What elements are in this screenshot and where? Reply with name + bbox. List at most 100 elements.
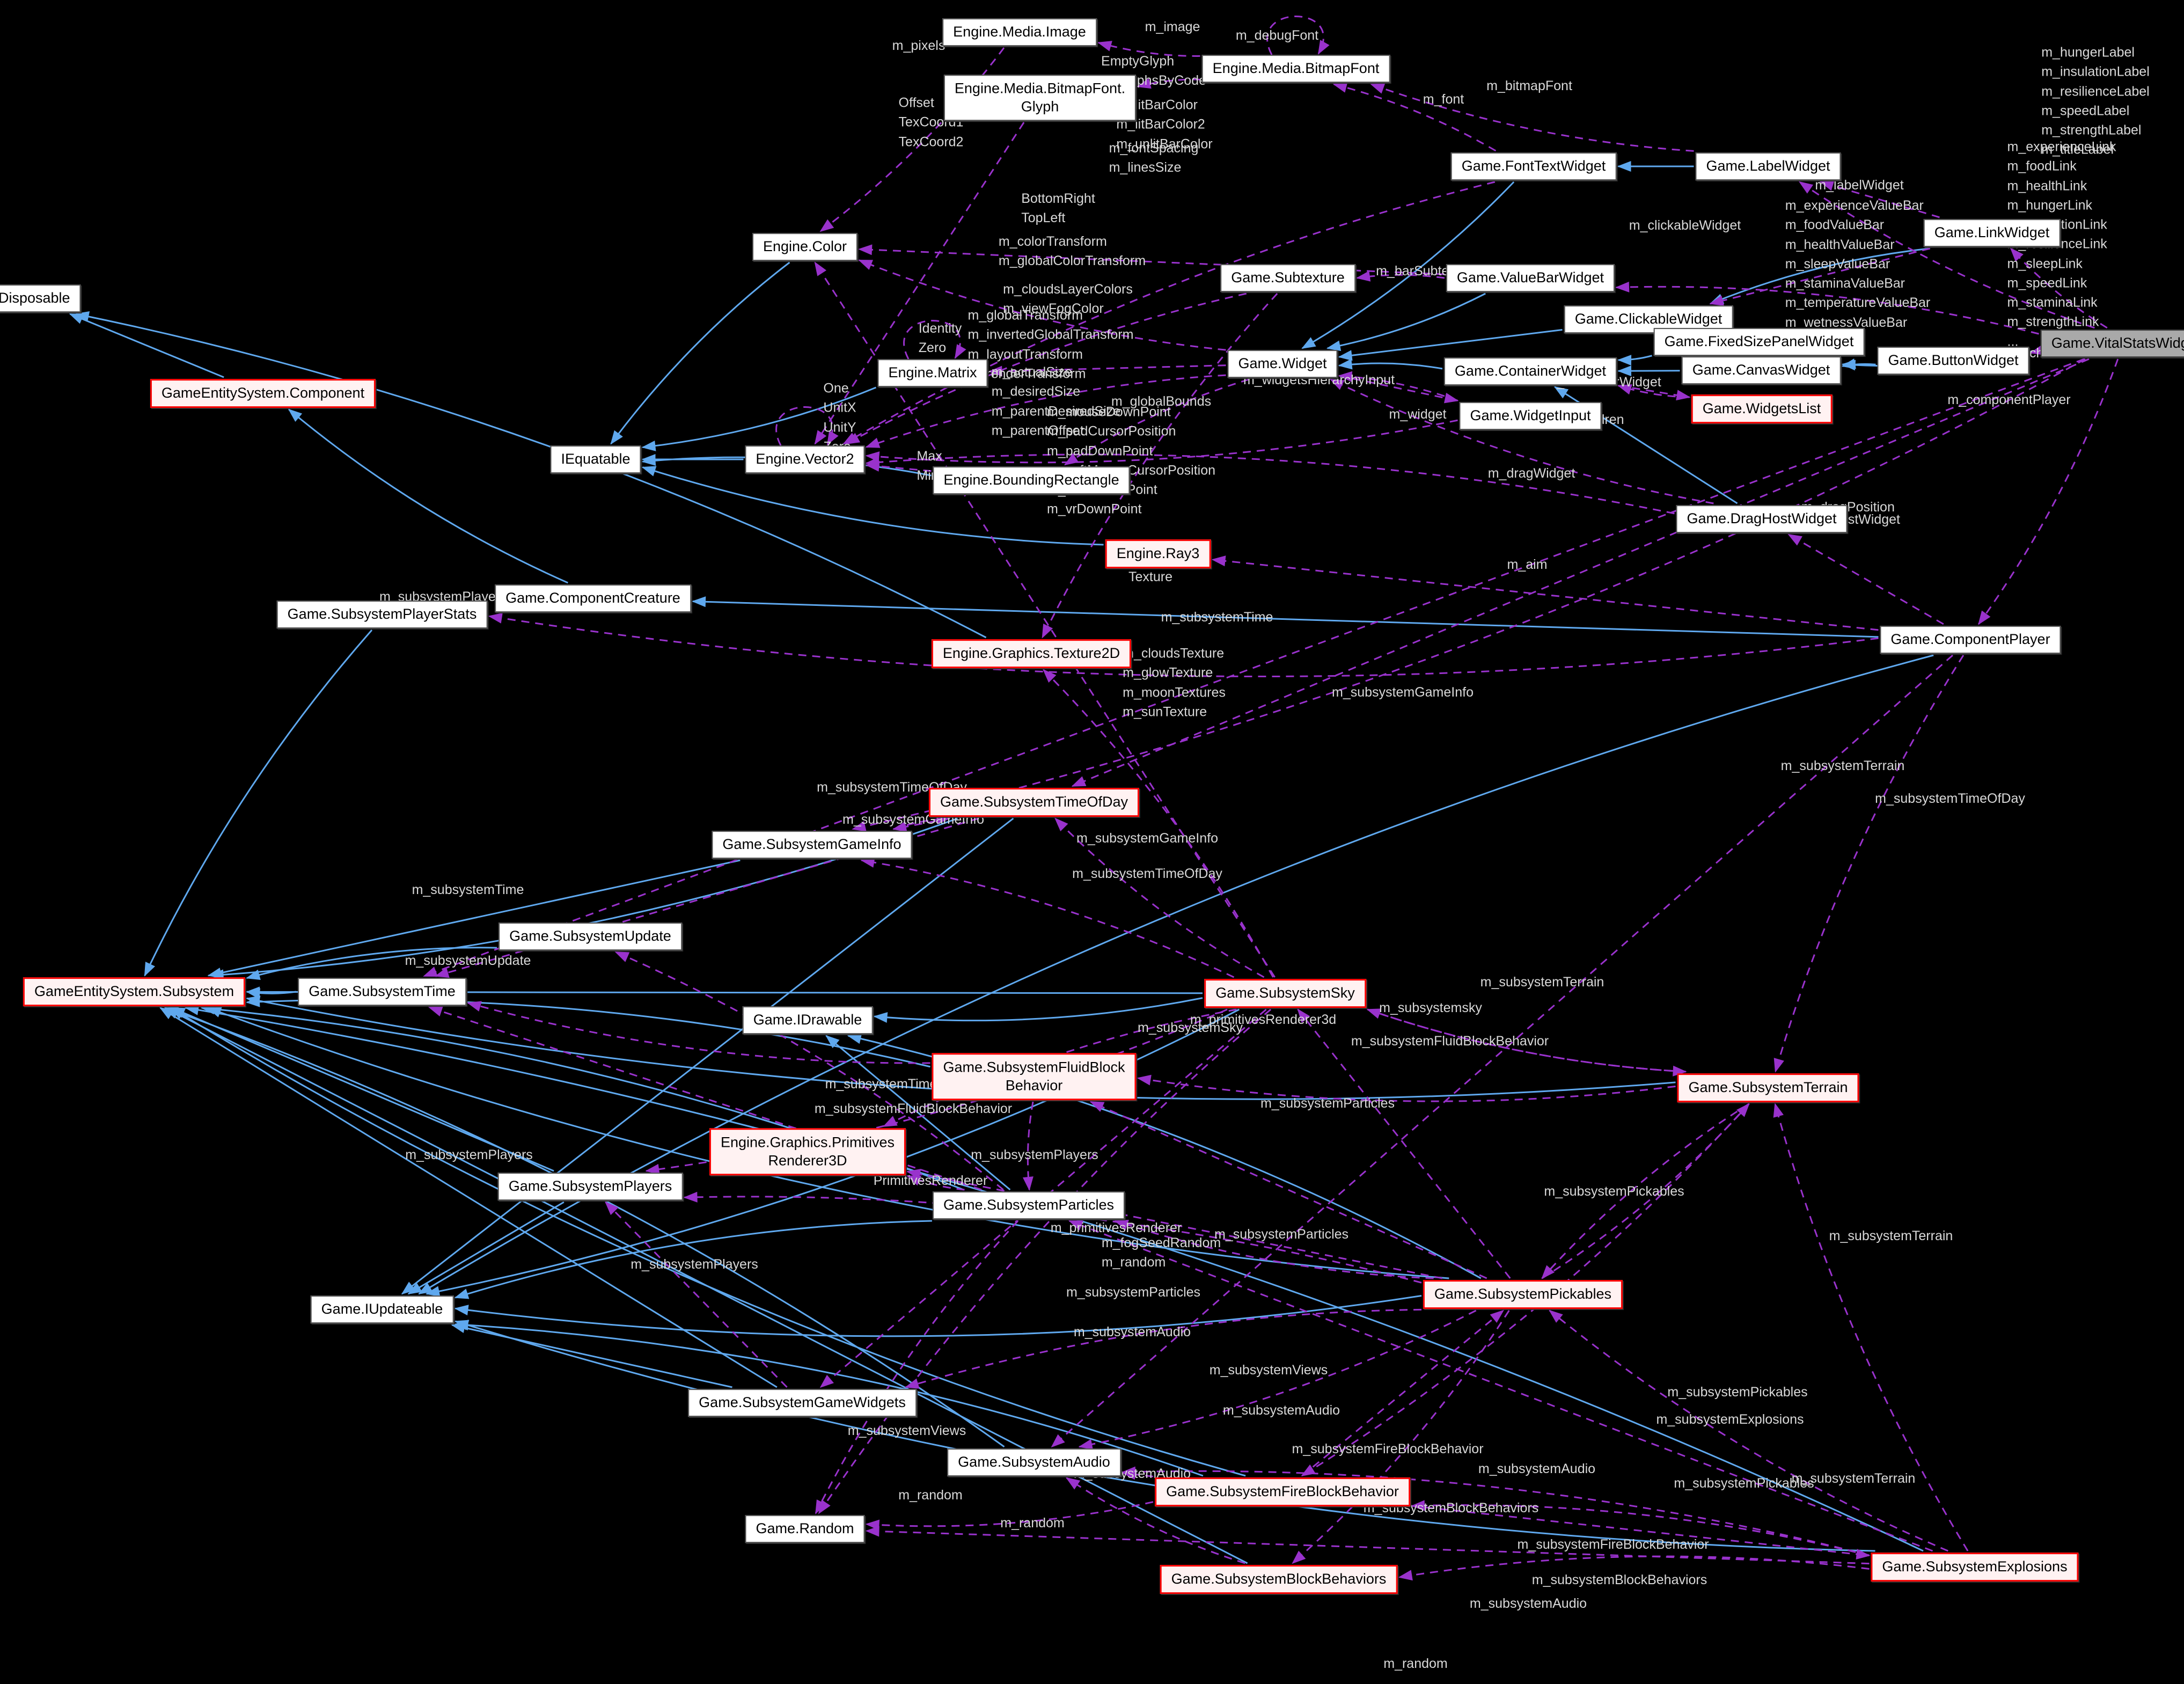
node-game-widget[interactable]: Game.Widget bbox=[1227, 350, 1338, 378]
edge-n30-n46 bbox=[1051, 654, 1953, 1448]
edge-n19-n20 bbox=[1339, 375, 1459, 404]
node-engine-color[interactable]: Engine.Color bbox=[752, 233, 858, 261]
node-game-linkwidget[interactable]: Game.LinkWidget bbox=[1923, 219, 2061, 247]
edge-n4-n4 bbox=[1266, 16, 1330, 55]
edge-n6-n4 bbox=[1332, 82, 1497, 152]
node-game-subsystemgamewidgets[interactable]: Game.SubsystemGameWidgets bbox=[688, 1389, 917, 1417]
edge-n12-n19 bbox=[1338, 329, 1563, 361]
node-engine-ray3[interactable]: Engine.Ray3 bbox=[1105, 539, 1211, 568]
node-game-vitalstatswidget[interactable]: Game.VitalStatsWidget bbox=[2040, 330, 2184, 357]
edge-n36-n45 bbox=[819, 1008, 1267, 1388]
edge-n33-n34 bbox=[246, 947, 497, 980]
node-game-subsystemgameinfo[interactable]: Game.SubsystemGameInfo bbox=[712, 831, 912, 859]
node-idisposable[interactable]: IDisposable bbox=[0, 284, 81, 312]
edge-n50-n39 bbox=[1773, 1103, 1969, 1551]
edge-n42-n37 bbox=[825, 1035, 1011, 1191]
node-engine-graphics-primitives-renderer3d[interactable]: Engine.Graphics.Primitives Renderer3D bbox=[709, 1128, 906, 1175]
edge-n30-n27 bbox=[488, 612, 1879, 678]
node-game-subsystemplayerstats[interactable]: Game.SubsystemPlayerStats bbox=[276, 601, 488, 628]
node-game-subsystemsky[interactable]: Game.SubsystemSky bbox=[1204, 979, 1366, 1008]
node-game-subsystempickables[interactable]: Game.SubsystemPickables bbox=[1423, 1280, 1623, 1309]
edge-n50-n42 bbox=[1068, 1220, 1933, 1552]
edge-n11-n10 bbox=[1356, 270, 1445, 282]
edge-n31-n44 bbox=[401, 817, 1014, 1295]
node-game-subsystemexplosions[interactable]: Game.SubsystemExplosions bbox=[1871, 1553, 2079, 1582]
node-game-fixedsizepanelwidget[interactable]: Game.FixedSizePanelWidget bbox=[1653, 328, 1865, 356]
node-game-widgetinput[interactable]: Game.WidgetInput bbox=[1459, 402, 1602, 430]
edge-n45-n41 bbox=[605, 1201, 788, 1388]
node-engine-media-image[interactable]: Engine.Media.Image bbox=[942, 18, 1097, 46]
node-game-labelwidget[interactable]: Game.LabelWidget bbox=[1695, 152, 1841, 180]
edge-n16-n8 bbox=[2010, 247, 2108, 329]
node-game-widgetslist[interactable]: Game.WidgetsList bbox=[1691, 394, 1833, 423]
edge-n36-n31 bbox=[1054, 817, 1265, 978]
node-game-canvaswidget[interactable]: Game.CanvasWidget bbox=[1681, 356, 1841, 384]
edge-n42-n40 bbox=[906, 1175, 965, 1191]
edge-n43-n34 bbox=[207, 1007, 1449, 1279]
edge-n16-n30 bbox=[1978, 358, 2119, 625]
edge-n38-n42 bbox=[1022, 1101, 1034, 1191]
node-game-subtexture[interactable]: Game.Subtexture bbox=[1220, 264, 1355, 292]
edge-n36-n47 bbox=[818, 1008, 1272, 1514]
edge-n16-n35 bbox=[423, 358, 2085, 977]
edge-n16-n32 bbox=[852, 358, 2086, 832]
edge-n16-n31 bbox=[1071, 358, 2090, 787]
edge-n2-n1 bbox=[69, 313, 224, 378]
edge-n43-n38 bbox=[1089, 1101, 1487, 1279]
node-game-iupdateable[interactable]: Game.IUpdateable bbox=[310, 1295, 454, 1323]
node-game-buttonwidget[interactable]: Game.ButtonWidget bbox=[1877, 347, 2029, 375]
node-game-subsystemplayers[interactable]: Game.SubsystemPlayers bbox=[497, 1173, 683, 1200]
node-game-draghostwidget[interactable]: Game.DragHostWidget bbox=[1676, 505, 1848, 533]
edge-n36-n37 bbox=[873, 997, 1203, 1023]
edge-n43-n39 bbox=[1541, 1103, 1750, 1279]
edge-n48-n34 bbox=[170, 1007, 1246, 1477]
edge-n7-n4 bbox=[1370, 83, 1694, 152]
edge-n11-n9 bbox=[858, 244, 1445, 275]
node-game-componentplayer[interactable]: Game.ComponentPlayer bbox=[1880, 626, 2061, 654]
node-game-subsystemfireblockbehavior[interactable]: Game.SubsystemFireBlockBehavior bbox=[1155, 1477, 1410, 1506]
edge-n50-n47 bbox=[865, 1526, 1870, 1565]
edge-n8-n7 bbox=[1819, 180, 1940, 218]
node-game-idrawable[interactable]: Game.IDrawable bbox=[742, 1006, 873, 1034]
edge-n29-n1 bbox=[75, 311, 987, 639]
edge-n10-n29 bbox=[1042, 292, 1278, 639]
node-engine-vector2[interactable]: Engine.Vector2 bbox=[745, 445, 865, 473]
node-game-random[interactable]: Game.Random bbox=[745, 1515, 865, 1543]
edge-n19-n23 bbox=[865, 374, 1226, 448]
edge-n48-n44 bbox=[454, 1320, 1204, 1477]
node-game-subsystemtimeofday[interactable]: Game.SubsystemTimeOfDay bbox=[928, 788, 1140, 817]
edge-n41-n44 bbox=[407, 1201, 565, 1295]
node-game-subsystemfluidblock-behavior[interactable]: Game.SubsystemFluidBlock Behavior bbox=[932, 1053, 1137, 1100]
node-engine-graphics-texture2d[interactable]: Engine.Graphics.Texture2D bbox=[931, 639, 1132, 668]
node-engine-media-bitmapfont-glyph[interactable]: Engine.Media.BitmapFont. Glyph bbox=[943, 75, 1137, 121]
node-engine-boundingrectangle[interactable]: Engine.BoundingRectangle bbox=[933, 466, 1130, 494]
edge-n16-n7 bbox=[1798, 181, 2095, 329]
edge-n30-n44 bbox=[418, 654, 1934, 1295]
edge-n50-n43 bbox=[1549, 1309, 1948, 1552]
edge-n10-n23 bbox=[845, 292, 1247, 445]
edge-n8-n12 bbox=[1709, 247, 1930, 305]
node-game-valuebarwidget[interactable]: Game.ValueBarWidget bbox=[1446, 264, 1615, 292]
edge-n43-n44 bbox=[454, 1295, 1422, 1337]
node-game-containerwidget[interactable]: Game.ContainerWidget bbox=[1443, 357, 1617, 385]
node-game-componentcreature[interactable]: Game.ComponentCreature bbox=[495, 584, 691, 612]
node-engine-media-bitmapfont[interactable]: Engine.Media.BitmapFont bbox=[1201, 55, 1390, 83]
node-game-subsystemterrain[interactable]: Game.SubsystemTerrain bbox=[1677, 1073, 1859, 1102]
edge-n43-n45 bbox=[904, 1308, 1422, 1389]
node-iequatable[interactable]: IEquatable bbox=[550, 445, 641, 473]
node-game-subsystemupdate[interactable]: Game.SubsystemUpdate bbox=[499, 922, 682, 950]
edge-n13-n18 bbox=[1617, 355, 1652, 366]
node-game-subsystemblockbehaviors[interactable]: Game.SubsystemBlockBehaviors bbox=[1160, 1565, 1398, 1594]
edge-n30-n26 bbox=[1211, 555, 1879, 631]
node-game-subsystemparticles[interactable]: Game.SubsystemParticles bbox=[932, 1191, 1125, 1219]
edge-n20-n19 bbox=[1338, 371, 1459, 401]
node-gameentitysystem-component[interactable]: GameEntitySystem.Component bbox=[150, 379, 376, 408]
node-game-subsystemaudio[interactable]: Game.SubsystemAudio bbox=[947, 1448, 1121, 1476]
node-engine-matrix[interactable]: Engine.Matrix bbox=[877, 359, 988, 387]
edge-n19-n24 bbox=[1064, 378, 1249, 466]
node-game-subsystemtime[interactable]: Game.SubsystemTime bbox=[298, 978, 466, 1006]
node-game-fonttextwidget[interactable]: Game.FontTextWidget bbox=[1450, 152, 1617, 180]
node-gameentitysystem-subsystem[interactable]: GameEntitySystem.Subsystem bbox=[23, 977, 246, 1006]
